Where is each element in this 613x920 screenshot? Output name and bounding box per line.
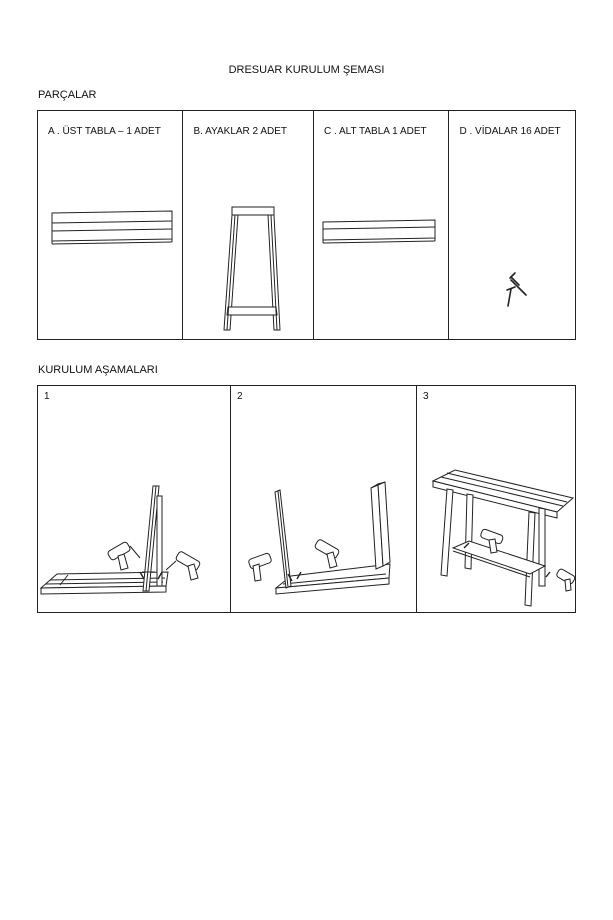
parts-table: A . ÜST TABLA – 1 ADET B. AYAKLAR 2 ADET bbox=[37, 110, 576, 340]
drill-icon bbox=[314, 539, 340, 569]
step-number: 2 bbox=[237, 391, 243, 402]
step-2-illustration bbox=[248, 481, 391, 595]
screw-icon bbox=[287, 571, 302, 582]
part-label: B. AYAKLAR 2 ADET bbox=[193, 126, 288, 137]
screw-icon bbox=[139, 571, 163, 580]
drill-icon bbox=[556, 568, 575, 592]
step-cell-3: 3 bbox=[417, 386, 575, 612]
step-cell-2: 2 bbox=[231, 386, 417, 612]
part-label: A . ÜST TABLA – 1 ADET bbox=[48, 126, 161, 137]
step-number: 1 bbox=[44, 391, 50, 402]
drill-icon bbox=[165, 551, 201, 581]
step-number: 3 bbox=[423, 391, 429, 402]
drill-icon bbox=[107, 541, 141, 571]
bottom-shelf-illustration bbox=[322, 219, 436, 244]
assembly-steps-table: 1 bbox=[37, 385, 576, 613]
top-board-illustration bbox=[51, 210, 173, 245]
step-3-illustration bbox=[431, 469, 575, 607]
step-1-illustration bbox=[39, 485, 201, 595]
drill-icon bbox=[248, 552, 272, 582]
step-cell-1: 1 bbox=[38, 386, 231, 612]
page-title: DRESUAR KURULUM ŞEMASI bbox=[228, 64, 385, 76]
drill-icon bbox=[480, 528, 504, 554]
screws-illustration bbox=[506, 272, 528, 307]
screw-icon bbox=[463, 542, 551, 578]
leg-frame-illustration bbox=[223, 206, 281, 331]
parts-heading: PARÇALAR bbox=[38, 89, 97, 101]
part-label: D . VİDALAR 16 ADET bbox=[459, 126, 561, 137]
part-cell-screws: D . VİDALAR 16 ADET bbox=[449, 111, 575, 339]
part-cell-top-board: A . ÜST TABLA – 1 ADET bbox=[38, 111, 184, 339]
assembly-heading: KURULUM AŞAMALARI bbox=[38, 364, 158, 376]
part-label: C . ALT TABLA 1 ADET bbox=[323, 126, 427, 137]
part-cell-bottom-shelf: C . ALT TABLA 1 ADET bbox=[314, 111, 450, 339]
part-cell-leg-frame: B. AYAKLAR 2 ADET bbox=[183, 111, 314, 339]
